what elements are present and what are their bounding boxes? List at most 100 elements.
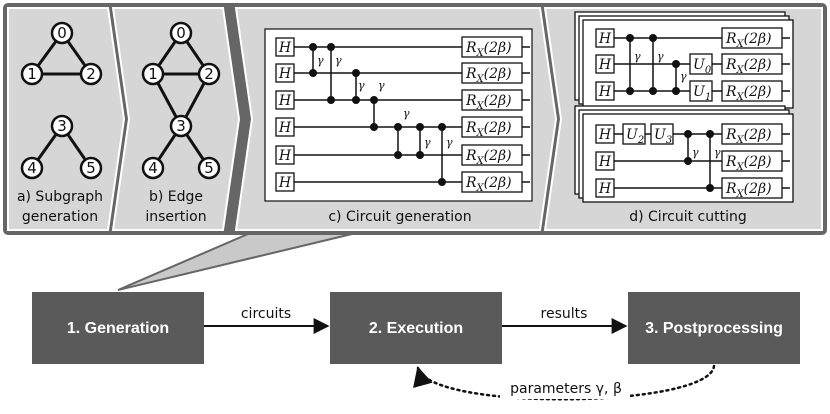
graph-b-label: 1 — [148, 65, 158, 83]
gamma-label: γ — [634, 50, 641, 63]
zz-target-dot — [309, 69, 317, 77]
hadamard-label: H — [598, 154, 612, 170]
circuits-label: circuits — [241, 306, 291, 322]
gamma-label: γ — [692, 146, 699, 159]
postprocessing-label: 3. Postprocessing — [645, 320, 783, 337]
zz-target-dot — [626, 87, 634, 95]
graph-a-node — [50, 114, 74, 138]
rx-gate — [461, 89, 523, 111]
zz-target-dot — [327, 96, 335, 104]
rx-label: RX(2β) — [465, 93, 512, 112]
graph-a-label: 3 — [57, 117, 67, 135]
zz-target-dot — [438, 178, 446, 186]
rx-gate — [721, 177, 783, 199]
hadamard-label: H — [598, 181, 612, 197]
rx-label: RX(2β) — [465, 40, 512, 59]
rx-gate — [461, 144, 523, 166]
hadamard-label: H — [278, 175, 292, 191]
hadamard-label: H — [278, 120, 292, 136]
hadamard-label: H — [598, 127, 612, 143]
gamma-label: γ — [335, 54, 342, 67]
zz-control-dot — [352, 69, 360, 77]
rx-gate — [721, 53, 783, 75]
rx-argument: (2β) — [484, 66, 512, 82]
zz-control-dot — [370, 96, 378, 104]
graph-b-label: 3 — [176, 117, 186, 135]
gamma-label: γ — [680, 70, 687, 83]
unitary-gate — [650, 123, 674, 145]
rx-subscript: X — [476, 74, 485, 85]
unitary-subscript: 1 — [705, 92, 711, 103]
rx-gate — [461, 36, 523, 58]
hadamard-gate — [275, 145, 295, 165]
zz-control-dot — [394, 123, 402, 131]
rx-argument: (2β) — [484, 148, 512, 164]
generation-label: 1. Generation — [67, 320, 169, 337]
hadamard-label: H — [598, 57, 612, 73]
graph-b-label: 0 — [176, 24, 186, 42]
rx-label: RX(2β) — [725, 57, 772, 76]
hadamard-gate — [595, 28, 615, 48]
graph-a-label: 1 — [27, 65, 37, 83]
zz-control-dot — [672, 60, 680, 68]
zz-target-dot — [370, 123, 378, 131]
graph-b-node — [169, 21, 193, 45]
rx-subscript: X — [476, 156, 485, 167]
rx-subscript: X — [476, 128, 485, 139]
zz-control-dot — [327, 43, 335, 51]
callout-pointer — [117, 233, 353, 291]
rx-gate — [721, 150, 783, 172]
graph-b-node — [197, 156, 221, 180]
hadamard-gate — [595, 178, 615, 198]
hadamard-label: H — [278, 40, 292, 56]
rx-argument: (2β) — [484, 93, 512, 109]
panel-c-caption: c) Circuit generation — [328, 209, 471, 225]
rx-subscript: X — [736, 92, 745, 103]
rx-label: RX(2β) — [725, 84, 772, 103]
rx-symbol: R — [725, 127, 737, 143]
graph-a-node — [50, 21, 74, 45]
rx-symbol: R — [465, 175, 477, 191]
hadamard-label: H — [598, 84, 612, 100]
graph-a-label: 5 — [86, 159, 96, 177]
rx-subscript: X — [736, 39, 745, 50]
rx-gate — [461, 62, 523, 84]
panel-b-title: b) Edge — [149, 189, 203, 205]
zz-control-dot — [438, 123, 446, 131]
postprocessing-box — [628, 292, 800, 364]
execution-label: 2. Execution — [369, 320, 463, 337]
graph-a-node — [20, 156, 44, 180]
graph-b-node — [197, 62, 221, 86]
rx-argument: (2β) — [744, 154, 772, 170]
hadamard-gate — [595, 54, 615, 74]
rx-label: RX(2β) — [465, 120, 512, 139]
gamma-label: γ — [403, 107, 410, 120]
rx-argument: (2β) — [484, 120, 512, 136]
params-label-bg — [500, 377, 630, 399]
hadamard-gate — [275, 63, 295, 83]
hadamard-gate — [595, 124, 615, 144]
rx-symbol: R — [465, 93, 477, 109]
rx-subscript: X — [736, 135, 745, 146]
generation-box — [32, 292, 204, 364]
rx-label: RX(2β) — [465, 175, 512, 194]
unitary-symbol: U — [693, 57, 706, 73]
zz-target-dot — [352, 96, 360, 104]
graph-a-node — [20, 62, 44, 86]
zz-control-dot — [684, 130, 692, 138]
results-label: results — [541, 306, 588, 322]
execution-box — [330, 292, 502, 364]
zz-target-dot — [394, 151, 402, 159]
rx-gate — [721, 123, 783, 145]
unitary-symbol: U — [693, 84, 706, 100]
rx-argument: (2β) — [744, 84, 772, 100]
gamma-label: γ — [714, 146, 721, 159]
unitary-gate — [689, 80, 713, 102]
rx-symbol: R — [465, 66, 477, 82]
zz-control-dot — [309, 43, 317, 51]
rx-symbol: R — [465, 148, 477, 164]
zz-control-dot — [416, 123, 424, 131]
rx-symbol: R — [725, 181, 737, 197]
